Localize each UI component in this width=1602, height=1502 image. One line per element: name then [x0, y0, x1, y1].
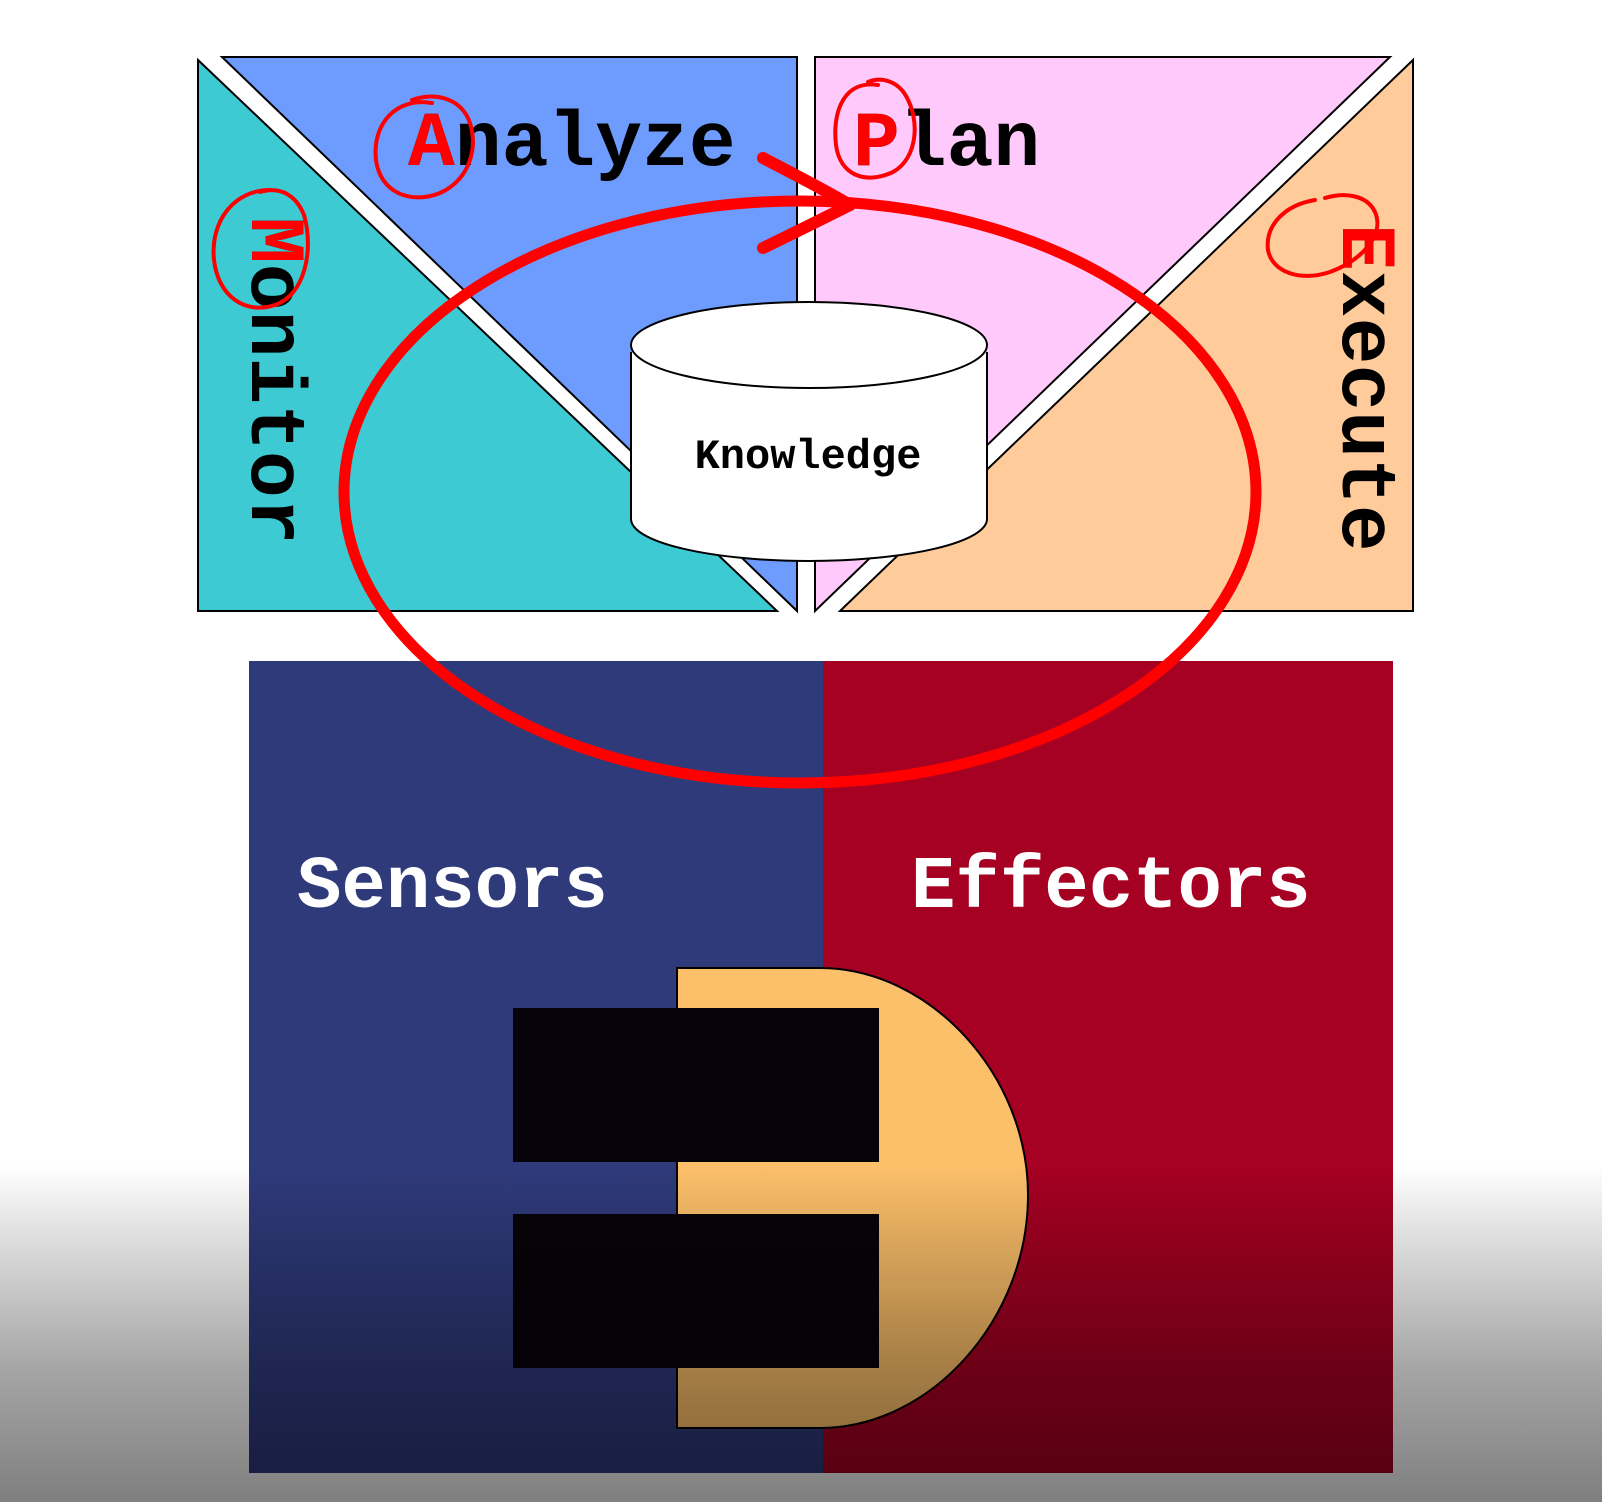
knowledge-label: Knowledge [695, 433, 922, 481]
circle-mark-m-icon [211, 188, 310, 310]
analyze-initial-highlight: A [408, 101, 455, 189]
plan-initial-highlight: P [853, 101, 900, 189]
loop-arrow-icon [757, 152, 856, 254]
knowledge-store: Knowledge [630, 301, 988, 562]
sensor-connector-bottom [513, 1214, 879, 1368]
analyze-label: Analyze [408, 101, 736, 189]
execute-initial-highlight: E [1319, 224, 1407, 271]
sensor-connector-top [513, 1008, 879, 1162]
control-loop-ellipse [338, 195, 1262, 789]
red-annotations: A P M E [211, 77, 1407, 789]
monitor-label: Monitor [228, 217, 316, 545]
circle-mark-p-icon [833, 77, 917, 180]
circle-mark-e-icon [1265, 193, 1380, 278]
monitor-initial-highlight: M [228, 217, 316, 264]
effectors-label: Effectors [911, 846, 1311, 930]
mape-k-block: Knowledge Analyze Plan Monitor Execute [197, 56, 1414, 614]
circle-mark-a-icon [373, 94, 475, 200]
sensors-label: Sensors [297, 846, 608, 930]
execute-label: Execute [1319, 224, 1407, 552]
